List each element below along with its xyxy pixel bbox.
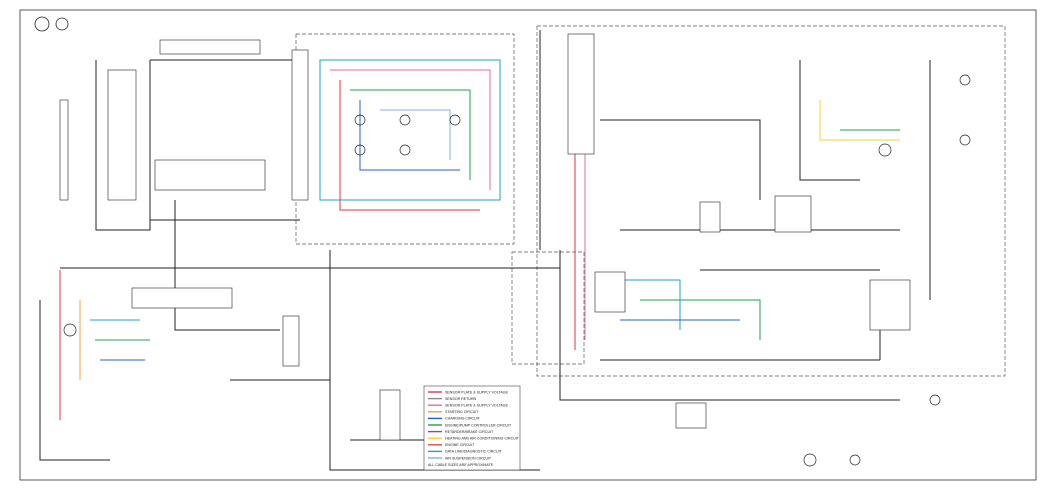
legend-label: AIR SUSPENSION CIRCUIT [445,456,492,460]
main-black-wiring [39,30,931,471]
component-symbols [34,16,971,467]
connector-blocks [59,33,911,441]
sub-panel-region [511,251,585,365]
legend-footer: ALL CABLE SIZES ARE APPROXIMATE [428,463,494,467]
legend-label: ENGINE CIRCUIT [445,443,475,447]
legend-label: DATA LINK/DIAGNOSTIC CIRCUIT [445,450,503,454]
legend-label: STARTING CIRCUIT [445,410,479,414]
legend-label: SENSOR RETURN [445,397,477,401]
circuit-legend: SENSOR PLATE & SUPPLY VOLTAGE SENSOR RETU… [423,385,521,471]
legend-label: SENSOR PLATE & SUPPLY VOLTAGE [445,390,509,394]
chassis-harness-region [536,25,1006,377]
cab-harness-region [295,33,515,245]
legend-box [423,385,521,471]
legend-label: RETARDER/BRAKE CIRCUIT [445,430,494,434]
left-colored-circuits [59,270,150,420]
legend-label: ENGINE/PUMP CONTROLLER CIRCUIT [445,423,512,427]
cab-colored-circuits [319,59,501,211]
legend-label: SENSOR PLATE & SUPPLY VOLTAGE [445,404,509,408]
sheet-frame [19,9,1037,481]
legend-label: HEATING AND AIR CONDITIONING CIRCUIT [445,437,520,441]
legend-label: CHARGING CIRCUIT [445,417,481,421]
